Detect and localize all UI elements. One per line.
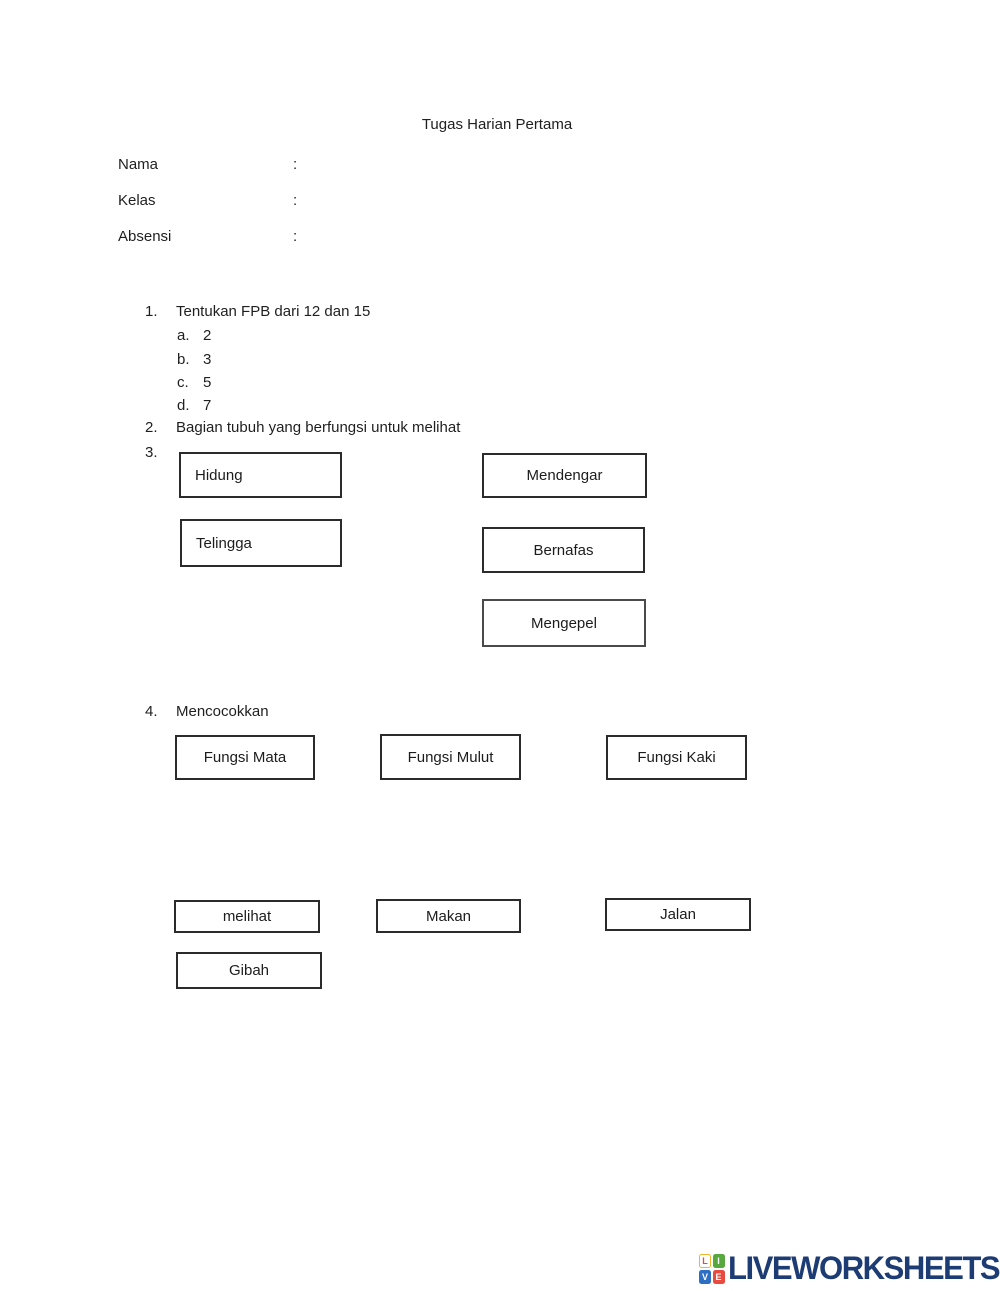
answer-box-telingga[interactable]: Telingga (180, 519, 342, 567)
category-box-fungsi-mata[interactable]: Fungsi Mata (175, 735, 315, 780)
field-nama-colon: : (293, 156, 298, 173)
liveworksheets-wordmark: LIVEWORKSHEETS (727, 1250, 1000, 1286)
logo-tile-e: E (712, 1269, 725, 1284)
question-1-number: 1. (145, 303, 158, 320)
question-3-number: 3. (145, 444, 158, 461)
answer-box-jalan[interactable]: Jalan (605, 898, 751, 931)
field-absensi-colon: : (293, 228, 298, 245)
option-letter: c. (177, 374, 189, 391)
question-1-text: Tentukan FPB dari 12 dan 15 (176, 303, 371, 320)
option-value: 3 (203, 351, 212, 368)
answer-box-bernafas[interactable]: Bernafas (482, 527, 645, 573)
field-kelas-colon: : (293, 192, 298, 209)
liveworksheets-logo-icon: L I V E (699, 1254, 725, 1284)
field-nama-label: Nama (118, 156, 159, 173)
liveworksheets-logo[interactable]: L I V E LIVEWORKSHEETS (699, 1251, 1000, 1285)
answer-box-mendengar[interactable]: Mendengar (482, 453, 647, 498)
field-absensi-label: Absensi (118, 228, 172, 245)
option-value: 2 (203, 327, 212, 344)
logo-tile-v: V (699, 1269, 711, 1284)
answer-box-melihat[interactable]: melihat (174, 900, 320, 933)
field-kelas: Kelas : (118, 192, 297, 210)
question-4-text: Mencocokkan (176, 703, 269, 720)
question-2-text: Bagian tubuh yang berfungsi untuk meliha… (176, 419, 461, 436)
category-box-fungsi-mulut[interactable]: Fungsi Mulut (380, 734, 521, 780)
answer-box-mengepel[interactable]: Mengepel (482, 599, 646, 647)
question-4-number: 4. (145, 703, 158, 720)
option-letter: b. (177, 351, 190, 368)
question-2-number: 2. (145, 419, 158, 436)
field-nama: Nama : (118, 156, 297, 174)
page-title: Tugas Harian Pertama (421, 116, 573, 133)
answer-box-hidung[interactable]: Hidung (179, 452, 342, 498)
field-kelas-label: Kelas (118, 192, 156, 209)
category-box-fungsi-kaki[interactable]: Fungsi Kaki (606, 735, 747, 780)
answer-box-gibah[interactable]: Gibah (176, 952, 322, 989)
logo-tile-l: L (699, 1254, 711, 1268)
logo-tile-i: I (712, 1254, 725, 1268)
field-absensi: Absensi : (118, 228, 297, 246)
option-letter: a. (177, 327, 190, 344)
option-value: 7 (203, 397, 212, 414)
answer-box-makan[interactable]: Makan (376, 899, 521, 933)
option-letter: d. (177, 397, 190, 414)
option-value: 5 (203, 374, 212, 391)
